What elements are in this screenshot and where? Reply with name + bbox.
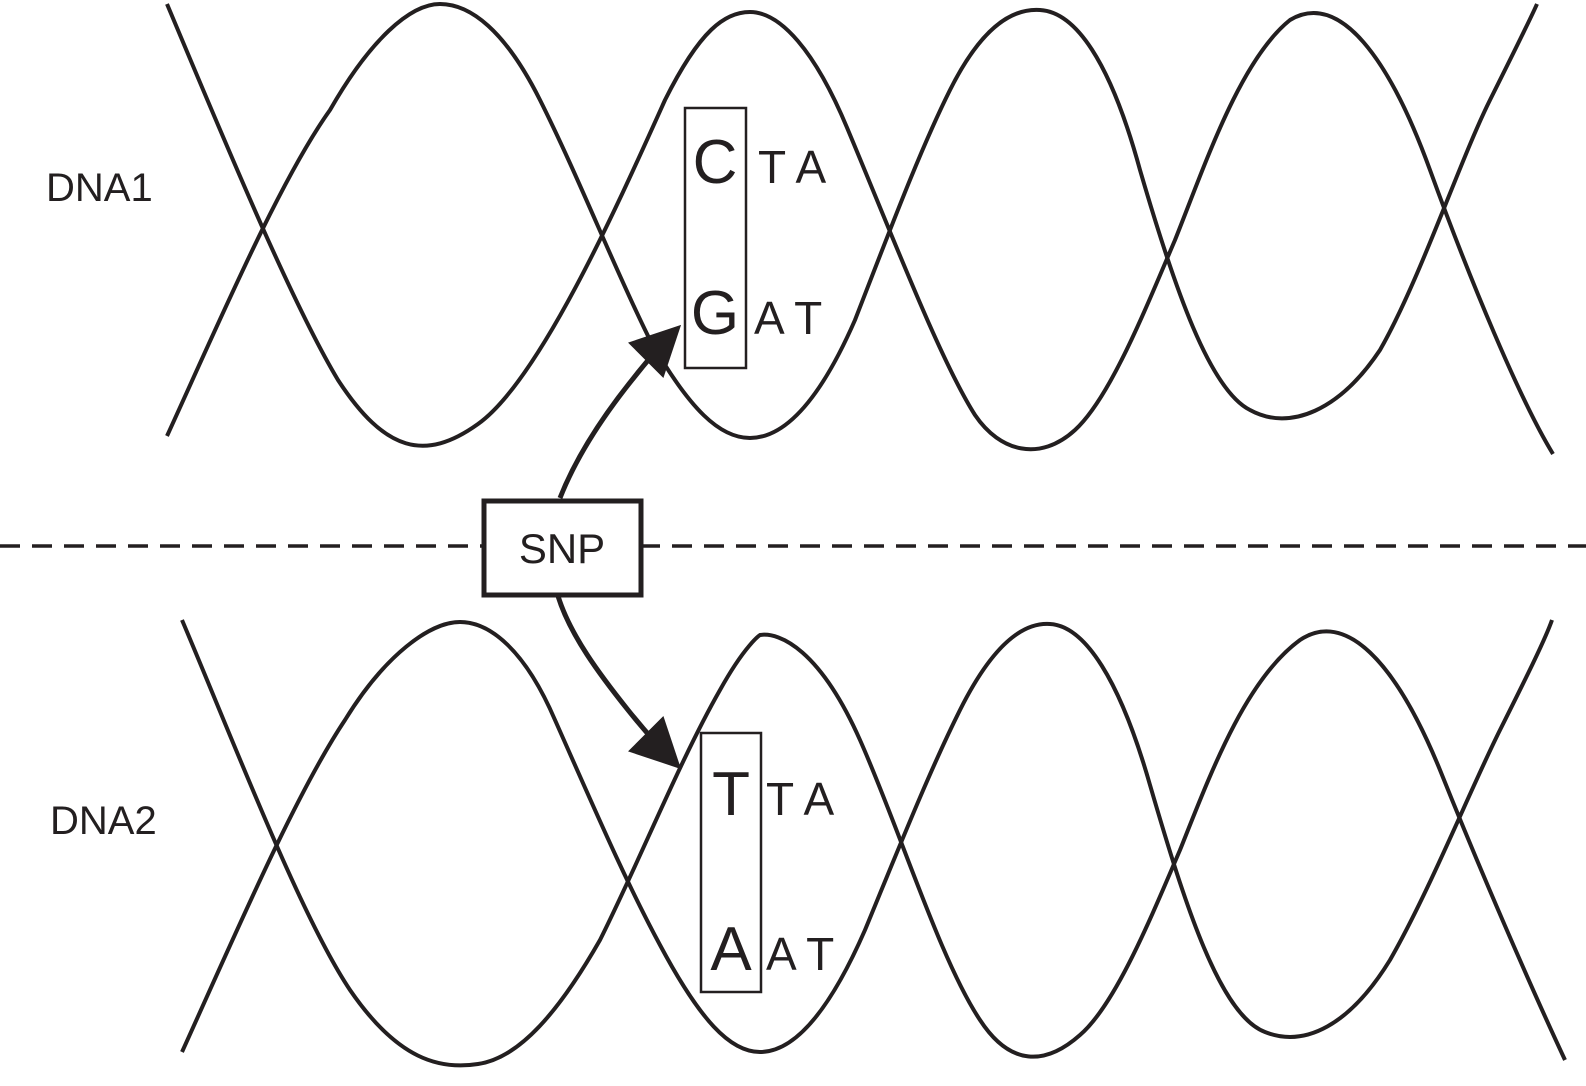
dna2-snp-highlight-box xyxy=(699,731,763,994)
dna2-base-pair-group: T A T A A T xyxy=(699,731,835,994)
dna2-rest-top-bases: T A xyxy=(766,773,835,825)
snp-label-box: SNP xyxy=(481,498,644,598)
dna1-snp-highlight-box xyxy=(683,106,748,370)
dna2-strand-a xyxy=(180,619,1567,1068)
dna1-strand-a xyxy=(165,3,1555,456)
dna1-base-pair-group: C G T A A T xyxy=(683,106,827,370)
dna1-label: DNA1 xyxy=(46,166,153,210)
snp-box-frame xyxy=(481,498,644,598)
snp-label: SNP xyxy=(519,525,605,572)
dna1-strand-b xyxy=(165,1,1539,441)
dna1-highlight-bottom-base: G xyxy=(691,279,739,348)
dna2-helix xyxy=(180,619,1567,1068)
dna1-rest-top-bases: T A xyxy=(758,141,827,193)
arrow-to-dna2 xyxy=(555,595,682,770)
dna1-helix xyxy=(165,1,1555,456)
dna2-label: DNA2 xyxy=(50,799,157,843)
dna2-highlight-top-base: T xyxy=(712,760,750,829)
dna1-highlight-top-base: C xyxy=(693,128,738,197)
dna2-strand-b xyxy=(180,619,1554,1055)
dna2-highlight-bottom-base: A xyxy=(710,915,752,984)
arrow-to-dna1 xyxy=(557,324,682,499)
dna1-rest-bottom-bases: A T xyxy=(754,292,822,344)
dna2-rest-bottom-bases: A T xyxy=(766,928,834,980)
